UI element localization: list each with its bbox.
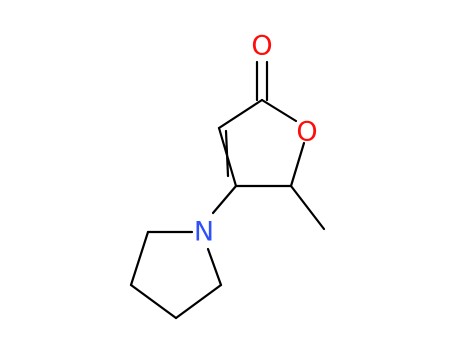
pyrrolidine-ring bbox=[129, 230, 223, 320]
bond-o1-c5 bbox=[289, 141, 306, 188]
bond-c5-methyl bbox=[289, 184, 326, 231]
ring-oxygen-label: O bbox=[296, 117, 317, 148]
carbonyl-double-bond bbox=[255, 60, 269, 102]
bond-c2-o1 bbox=[260, 98, 298, 123]
bond-c3-c2 bbox=[217, 98, 264, 130]
nitrogen-label: N bbox=[194, 217, 214, 248]
ring-double-bond bbox=[217, 126, 238, 188]
bond-c4-n bbox=[211, 184, 238, 215]
carbonyl-oxygen-label: O bbox=[251, 31, 272, 62]
